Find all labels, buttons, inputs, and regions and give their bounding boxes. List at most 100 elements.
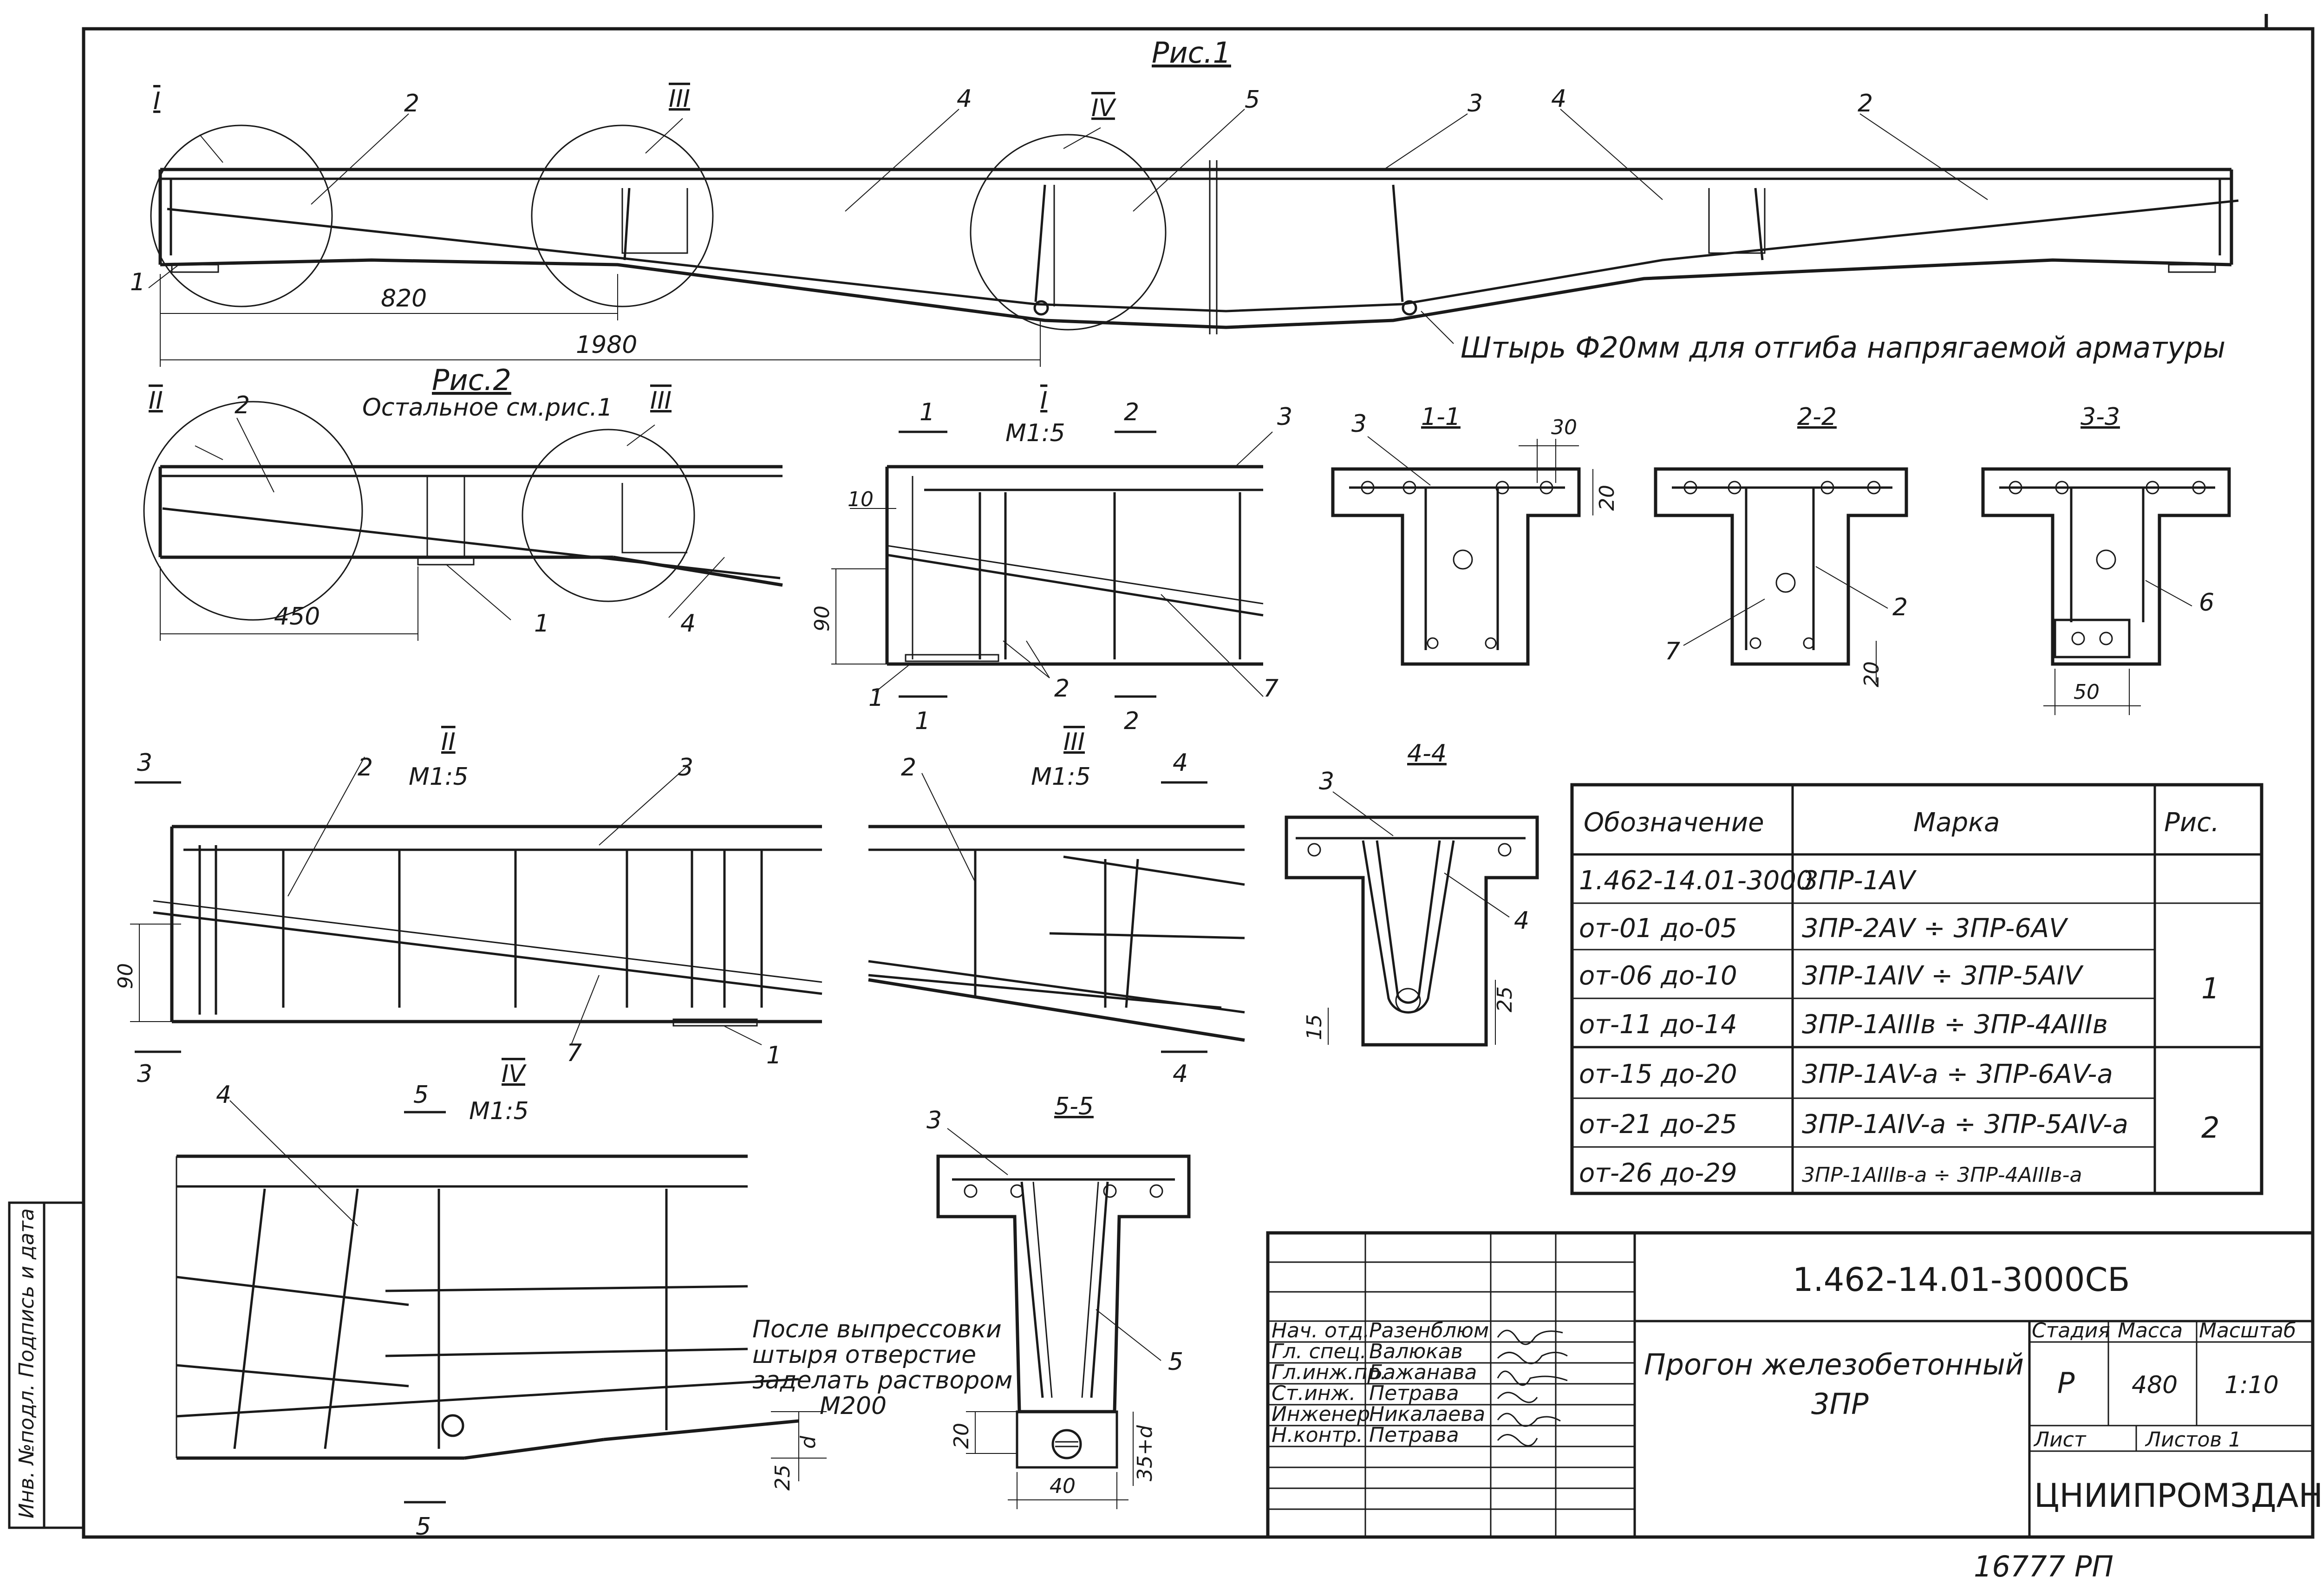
fig2-callout-4: 4 bbox=[680, 610, 696, 638]
fig1-callout-IV: IV bbox=[1091, 94, 1116, 122]
fig2-dim-450: 450 bbox=[274, 603, 320, 631]
signature-scribble-6 bbox=[1497, 1434, 1538, 1446]
fig2-callout-2: 2 bbox=[235, 391, 250, 419]
title-line-1: Прогон железобетонный bbox=[1644, 1348, 2024, 1381]
section-2-2-dim-20: 20 bbox=[1860, 661, 1884, 687]
detail-IV-cut-5-top: 5 bbox=[413, 1081, 429, 1109]
detail-IV-note-4: М200 bbox=[820, 1392, 887, 1420]
detail-I-cut-2-top: 2 bbox=[1124, 398, 1139, 426]
detail-I-dim-10: 10 bbox=[848, 488, 874, 511]
detail-IV-dim-d: d bbox=[796, 1435, 820, 1449]
detail-IV-title: IV bbox=[502, 1060, 527, 1088]
stage-value: Р bbox=[2057, 1366, 2075, 1400]
section-5-5-callout-5: 5 bbox=[1168, 1348, 1183, 1376]
section-2-2-title: 2-2 bbox=[1797, 403, 1837, 431]
spec-row-4-mark: 3ПР-1АIIIв ÷ 3ПР-4АIIIв bbox=[1802, 1010, 2108, 1040]
detail-I-cut-1-top: 1 bbox=[920, 398, 935, 426]
spec-header-designation: Обозначение bbox=[1584, 808, 1764, 838]
detail-IV-dim-25: 25 bbox=[771, 1465, 795, 1491]
spec-row-7-designation: от-26 до-29 bbox=[1579, 1158, 1737, 1188]
detail-circle-I bbox=[150, 124, 333, 307]
detail-II: II М1:5 2 3 7 1 90 3 3 bbox=[114, 728, 822, 1088]
section-5-5-title: 5-5 bbox=[1054, 1093, 1094, 1120]
detail-IV-scale: М1:5 bbox=[469, 1097, 529, 1125]
fig1-dim-820: 820 bbox=[381, 285, 427, 313]
mass-label: Масса bbox=[2118, 1319, 2183, 1342]
fig1-callout-4b: 4 bbox=[1551, 85, 1566, 113]
spec-header-fig: Рис. bbox=[2164, 808, 2219, 838]
fig2-detail-circle-II bbox=[143, 401, 363, 621]
detail-III-title: III bbox=[1063, 728, 1085, 756]
section-4-4-callout-4: 4 bbox=[1514, 907, 1529, 935]
fig2-title: Рис.2 bbox=[432, 363, 511, 397]
sig-role-3: Гл.инж.пр. bbox=[1272, 1361, 1387, 1384]
section-5-5-dim-20: 20 bbox=[950, 1423, 973, 1449]
spec-row-4-designation: от-11 до-14 bbox=[1579, 1010, 1737, 1040]
detail-IV-note-1: После выпрессовки bbox=[752, 1316, 1002, 1343]
mass-value: 480 bbox=[2132, 1371, 2178, 1399]
detail-II-scale: М1:5 bbox=[409, 763, 469, 791]
section-4-4-dim-25: 25 bbox=[1493, 986, 1517, 1012]
detail-I-cut-1-bottom: 1 bbox=[915, 707, 930, 735]
detail-II-callout-2: 2 bbox=[358, 754, 373, 782]
stage-label: Стадия bbox=[2032, 1319, 2110, 1342]
sheets-label: Листов 1 bbox=[2145, 1428, 2241, 1452]
left-margin-strip: Инв. №подл. Подпись и дата bbox=[8, 1201, 85, 1529]
spec-fig-group-1: 1 bbox=[2201, 971, 2219, 1005]
section-4-4-callout-3: 3 bbox=[1319, 768, 1334, 795]
signature-scribble-5 bbox=[1497, 1413, 1561, 1427]
detail-II-callout-3: 3 bbox=[678, 754, 693, 782]
section-2-2: 2-2 2 7 20 bbox=[1654, 403, 1908, 687]
spec-row-5-mark: 3ПР-1АV-а ÷ 3ПР-6АV-а bbox=[1802, 1059, 2113, 1089]
spec-header-mark: Марка bbox=[1913, 808, 2000, 838]
fig2-beam-end-variant: Рис.2 Остальное см.рис.1 II III 2 1 4 45… bbox=[143, 363, 783, 641]
spec-fig-group-2: 2 bbox=[2201, 1111, 2219, 1145]
detail-II-cut-3-top: 3 bbox=[137, 749, 152, 777]
sheet-frame bbox=[82, 27, 2315, 1539]
detail-III-callout-2: 2 bbox=[901, 754, 916, 782]
detail-I-title: I bbox=[1040, 387, 1047, 415]
section-1-1-dim-30: 30 bbox=[1551, 416, 1577, 439]
sig-role-4: Ст.инж. bbox=[1272, 1381, 1356, 1405]
spec-row-7-mark: 3ПР-1АIIIв-а ÷ 3ПР-4АIIIв-а bbox=[1802, 1163, 2082, 1187]
signature-scribble-1 bbox=[1497, 1329, 1563, 1345]
section-4-4: 4-4 3 4 15 25 bbox=[1285, 740, 1539, 1047]
sig-role-6: Н.контр. bbox=[1272, 1423, 1363, 1447]
title-line-2: 3ПР bbox=[1811, 1387, 1869, 1421]
detail-circle-III bbox=[531, 124, 714, 307]
fig1-callout-2a: 2 bbox=[404, 90, 419, 117]
spec-row-5-designation: от-15 до-20 bbox=[1579, 1059, 1737, 1089]
detail-I-callout-2a: 2 bbox=[1054, 675, 1070, 703]
spec-row-6-mark: 3ПР-1АIV-а ÷ 3ПР-5АIV-а bbox=[1802, 1109, 2128, 1140]
detail-IV-callout-4: 4 bbox=[216, 1081, 231, 1109]
section-3-3-dim-50: 50 bbox=[2074, 680, 2100, 704]
fig1-callout-3: 3 bbox=[1468, 90, 1483, 117]
detail-I-callout-3: 3 bbox=[1277, 403, 1292, 431]
sig-name-5: Никалаева bbox=[1369, 1402, 1485, 1426]
signature-scribble-4 bbox=[1497, 1392, 1538, 1403]
fig2-callout-1: 1 bbox=[534, 610, 549, 638]
fig1-callout-I: I bbox=[153, 87, 160, 115]
sig-role-5: Инженер bbox=[1272, 1402, 1370, 1426]
margin-label: Инв. №подл. Подпись и дата bbox=[15, 1208, 39, 1518]
title-block: 1.462-14.01-3000СБ Прогон железобетонный… bbox=[1266, 1231, 2322, 1539]
fig1-callout-2b: 2 bbox=[1858, 90, 1873, 117]
spec-row-2-designation: от-01 до-05 bbox=[1579, 913, 1737, 944]
detail-III-cut-4-top: 4 bbox=[1173, 749, 1188, 777]
sig-role-1: Нач. отд. bbox=[1272, 1319, 1370, 1342]
spec-row-3-mark: 3ПР-1АIV ÷ 3ПР-5АIV bbox=[1802, 961, 2084, 991]
spec-row-3-designation: от-06 до-10 bbox=[1579, 961, 1737, 991]
sig-name-3: Бажанава bbox=[1369, 1361, 1477, 1384]
detail-I-dim-90: 90 bbox=[810, 606, 834, 632]
section-2-2-callout-7: 7 bbox=[1665, 638, 1680, 665]
section-5-5-callout-3: 3 bbox=[926, 1107, 942, 1134]
section-4-4-dim-15: 15 bbox=[1303, 1014, 1326, 1040]
sig-name-6: Петрава bbox=[1369, 1423, 1459, 1447]
section-5-5-dim-35d: 35+d bbox=[1133, 1425, 1157, 1481]
detail-IV-note-3: заделать раствором bbox=[752, 1367, 1012, 1394]
fig2-note: Остальное см.рис.1 bbox=[362, 394, 613, 422]
detail-II-dim-90: 90 bbox=[114, 963, 137, 989]
fig1-dim-1980: 1980 bbox=[576, 331, 637, 359]
detail-I-callout-1a: 1 bbox=[868, 684, 884, 712]
